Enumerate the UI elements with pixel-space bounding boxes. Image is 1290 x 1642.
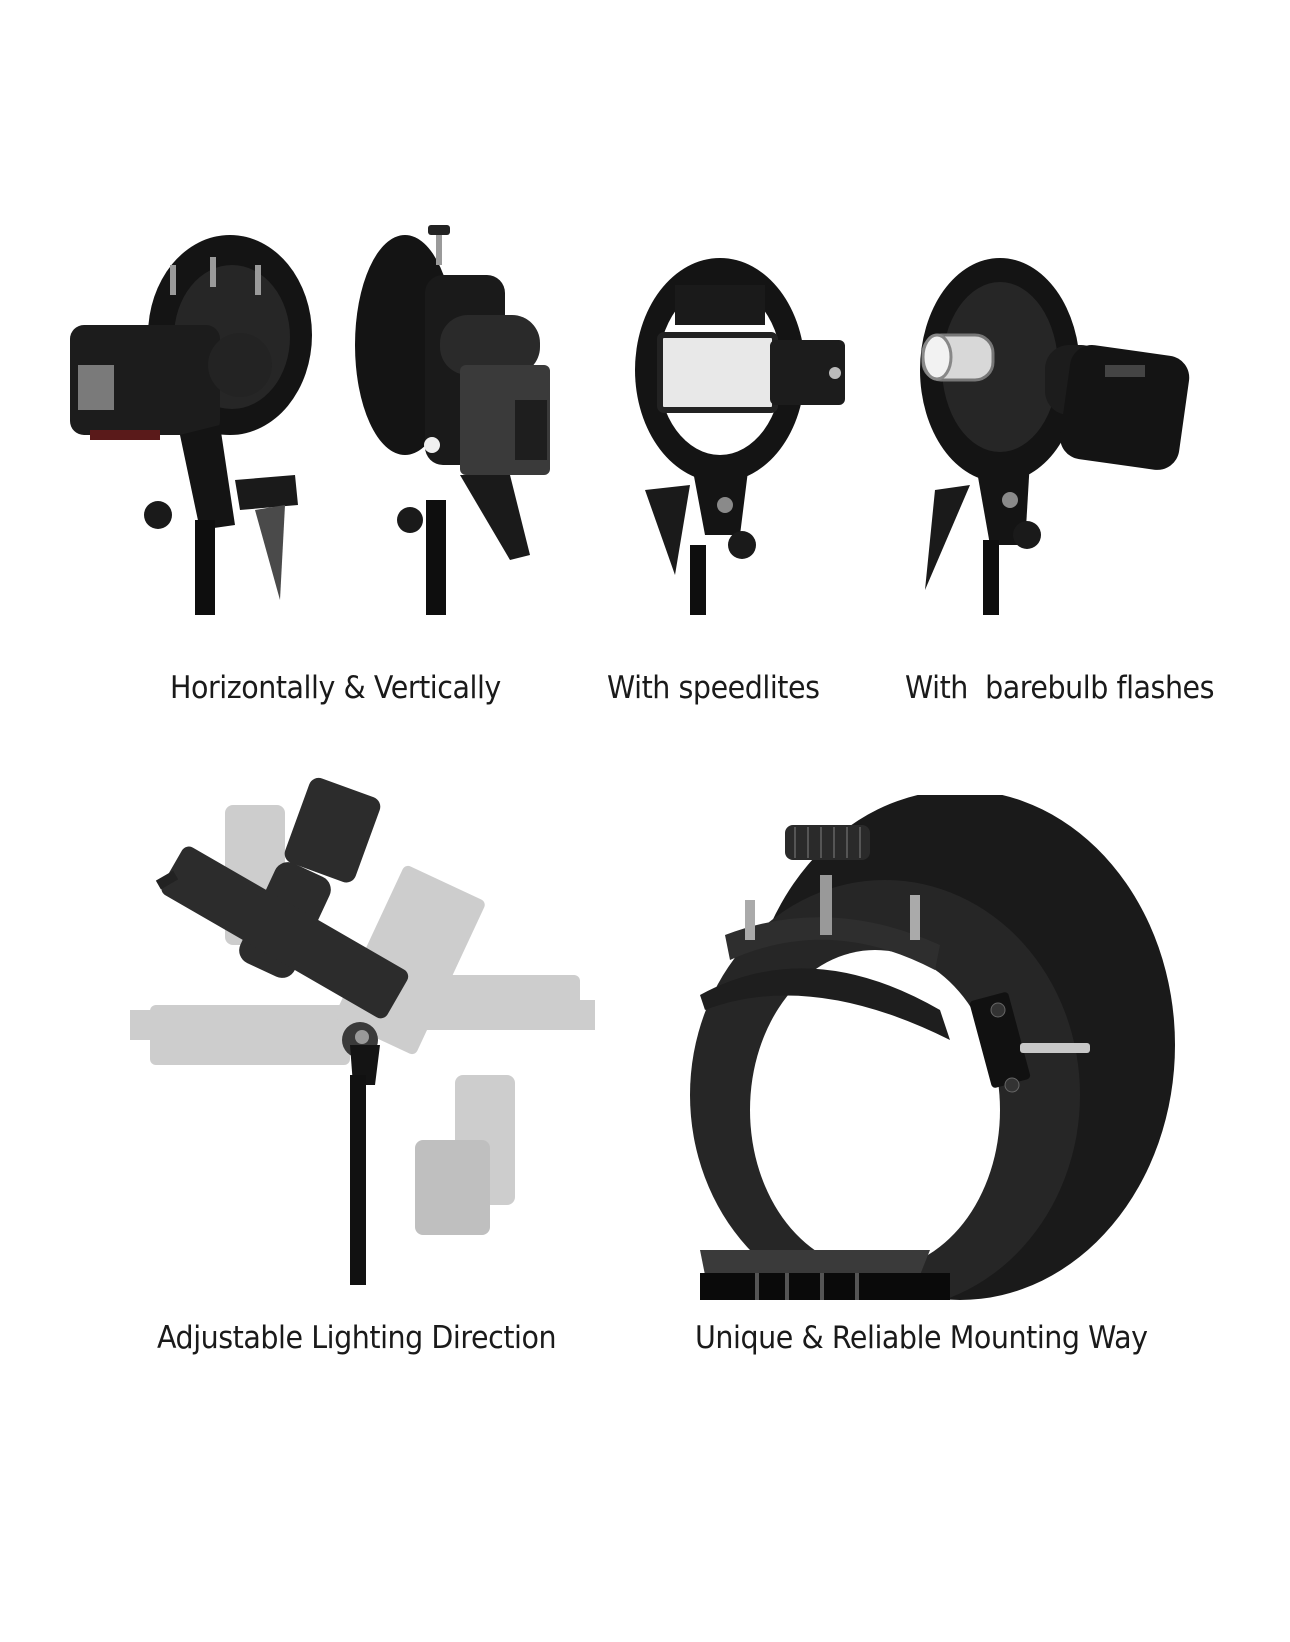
photo-mounting-ring (660, 795, 1180, 1300)
caption-with-speedlites: With speedlites (607, 670, 820, 706)
barebulb-bracket-illustration (920, 258, 1190, 615)
caption-with-barebulb: With barebulb flashes (905, 670, 1215, 706)
caption-horizontal-vertical: Horizontally & Vertically (170, 670, 501, 706)
caption-adjustable-direction: Adjustable Lighting Direction (157, 1320, 557, 1356)
photo-adjustable-direction (125, 775, 625, 1285)
caption-mounting-ring: Unique & Reliable Mounting Way (695, 1320, 1148, 1356)
bowens-ring-illustration (690, 795, 1175, 1300)
photo-with-speedlites (620, 245, 890, 615)
photo-horizontal-vertical (60, 225, 580, 615)
tilting-bracket-illustration (130, 777, 595, 1285)
bracket-pair-illustration (70, 225, 550, 615)
speedlite-bracket-illustration (635, 258, 845, 615)
photo-with-barebulb (915, 245, 1195, 615)
